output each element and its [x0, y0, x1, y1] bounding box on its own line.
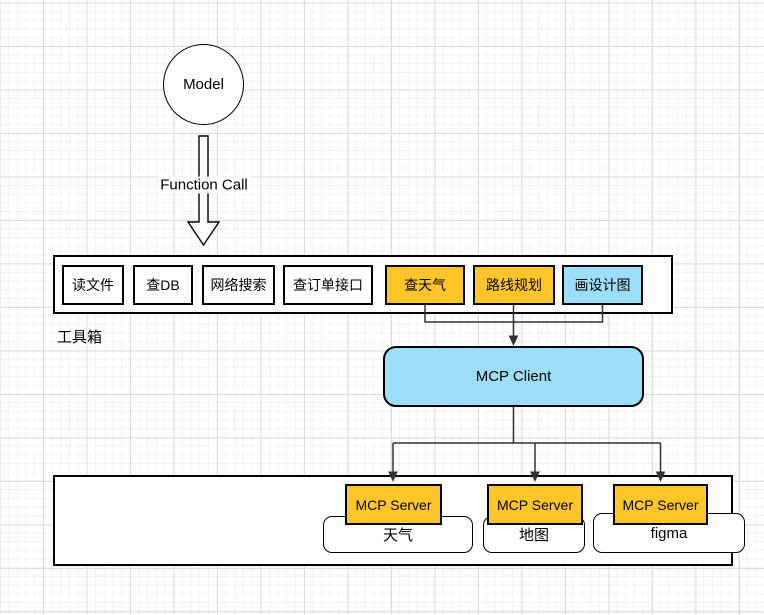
toolbox-label: 工具箱	[57, 329, 103, 346]
mcp-server-label: MCP Server	[622, 496, 699, 513]
tool-read-file[interactable]: 读文件	[62, 265, 124, 305]
model-label: Model	[183, 76, 224, 93]
mcp-client-node[interactable]: MCP Client	[383, 346, 644, 407]
tool-label: 查天气	[404, 277, 446, 293]
tool-order-api[interactable]: 查订单接口	[283, 265, 373, 305]
tool-label: 画设计图	[574, 277, 631, 293]
mcp-server-figma[interactable]: MCP Server	[613, 484, 708, 525]
mcp-server-weather[interactable]: MCP Server	[345, 484, 442, 525]
service-label: 天气	[382, 527, 413, 544]
model-node[interactable]: Model	[163, 44, 244, 125]
tool-web-search[interactable]: 网络搜索	[202, 265, 275, 305]
tool-label: 查订单接口	[293, 277, 363, 293]
function-call-edge-label: Function Call	[158, 176, 250, 194]
tool-route-planning[interactable]: 路线规划	[473, 265, 555, 305]
tool-label: 网络搜索	[210, 277, 267, 293]
tool-label: 查DB	[146, 277, 180, 293]
mcp-server-label: MCP Server	[497, 496, 573, 513]
service-label: 地图	[518, 527, 549, 544]
tool-weather[interactable]: 查天气	[385, 265, 465, 305]
tool-label: 路线规划	[486, 277, 542, 293]
mcp-server-map[interactable]: MCP Server	[487, 484, 583, 525]
tool-query-db[interactable]: 查DB	[133, 265, 193, 305]
service-label: figma	[650, 524, 688, 542]
tool-label: 读文件	[72, 277, 114, 293]
tool-design-drawing[interactable]: 画设计图	[562, 265, 643, 305]
mcp-server-label: MCP Server	[355, 496, 432, 513]
mcp-client-label: MCP Client	[475, 368, 552, 385]
